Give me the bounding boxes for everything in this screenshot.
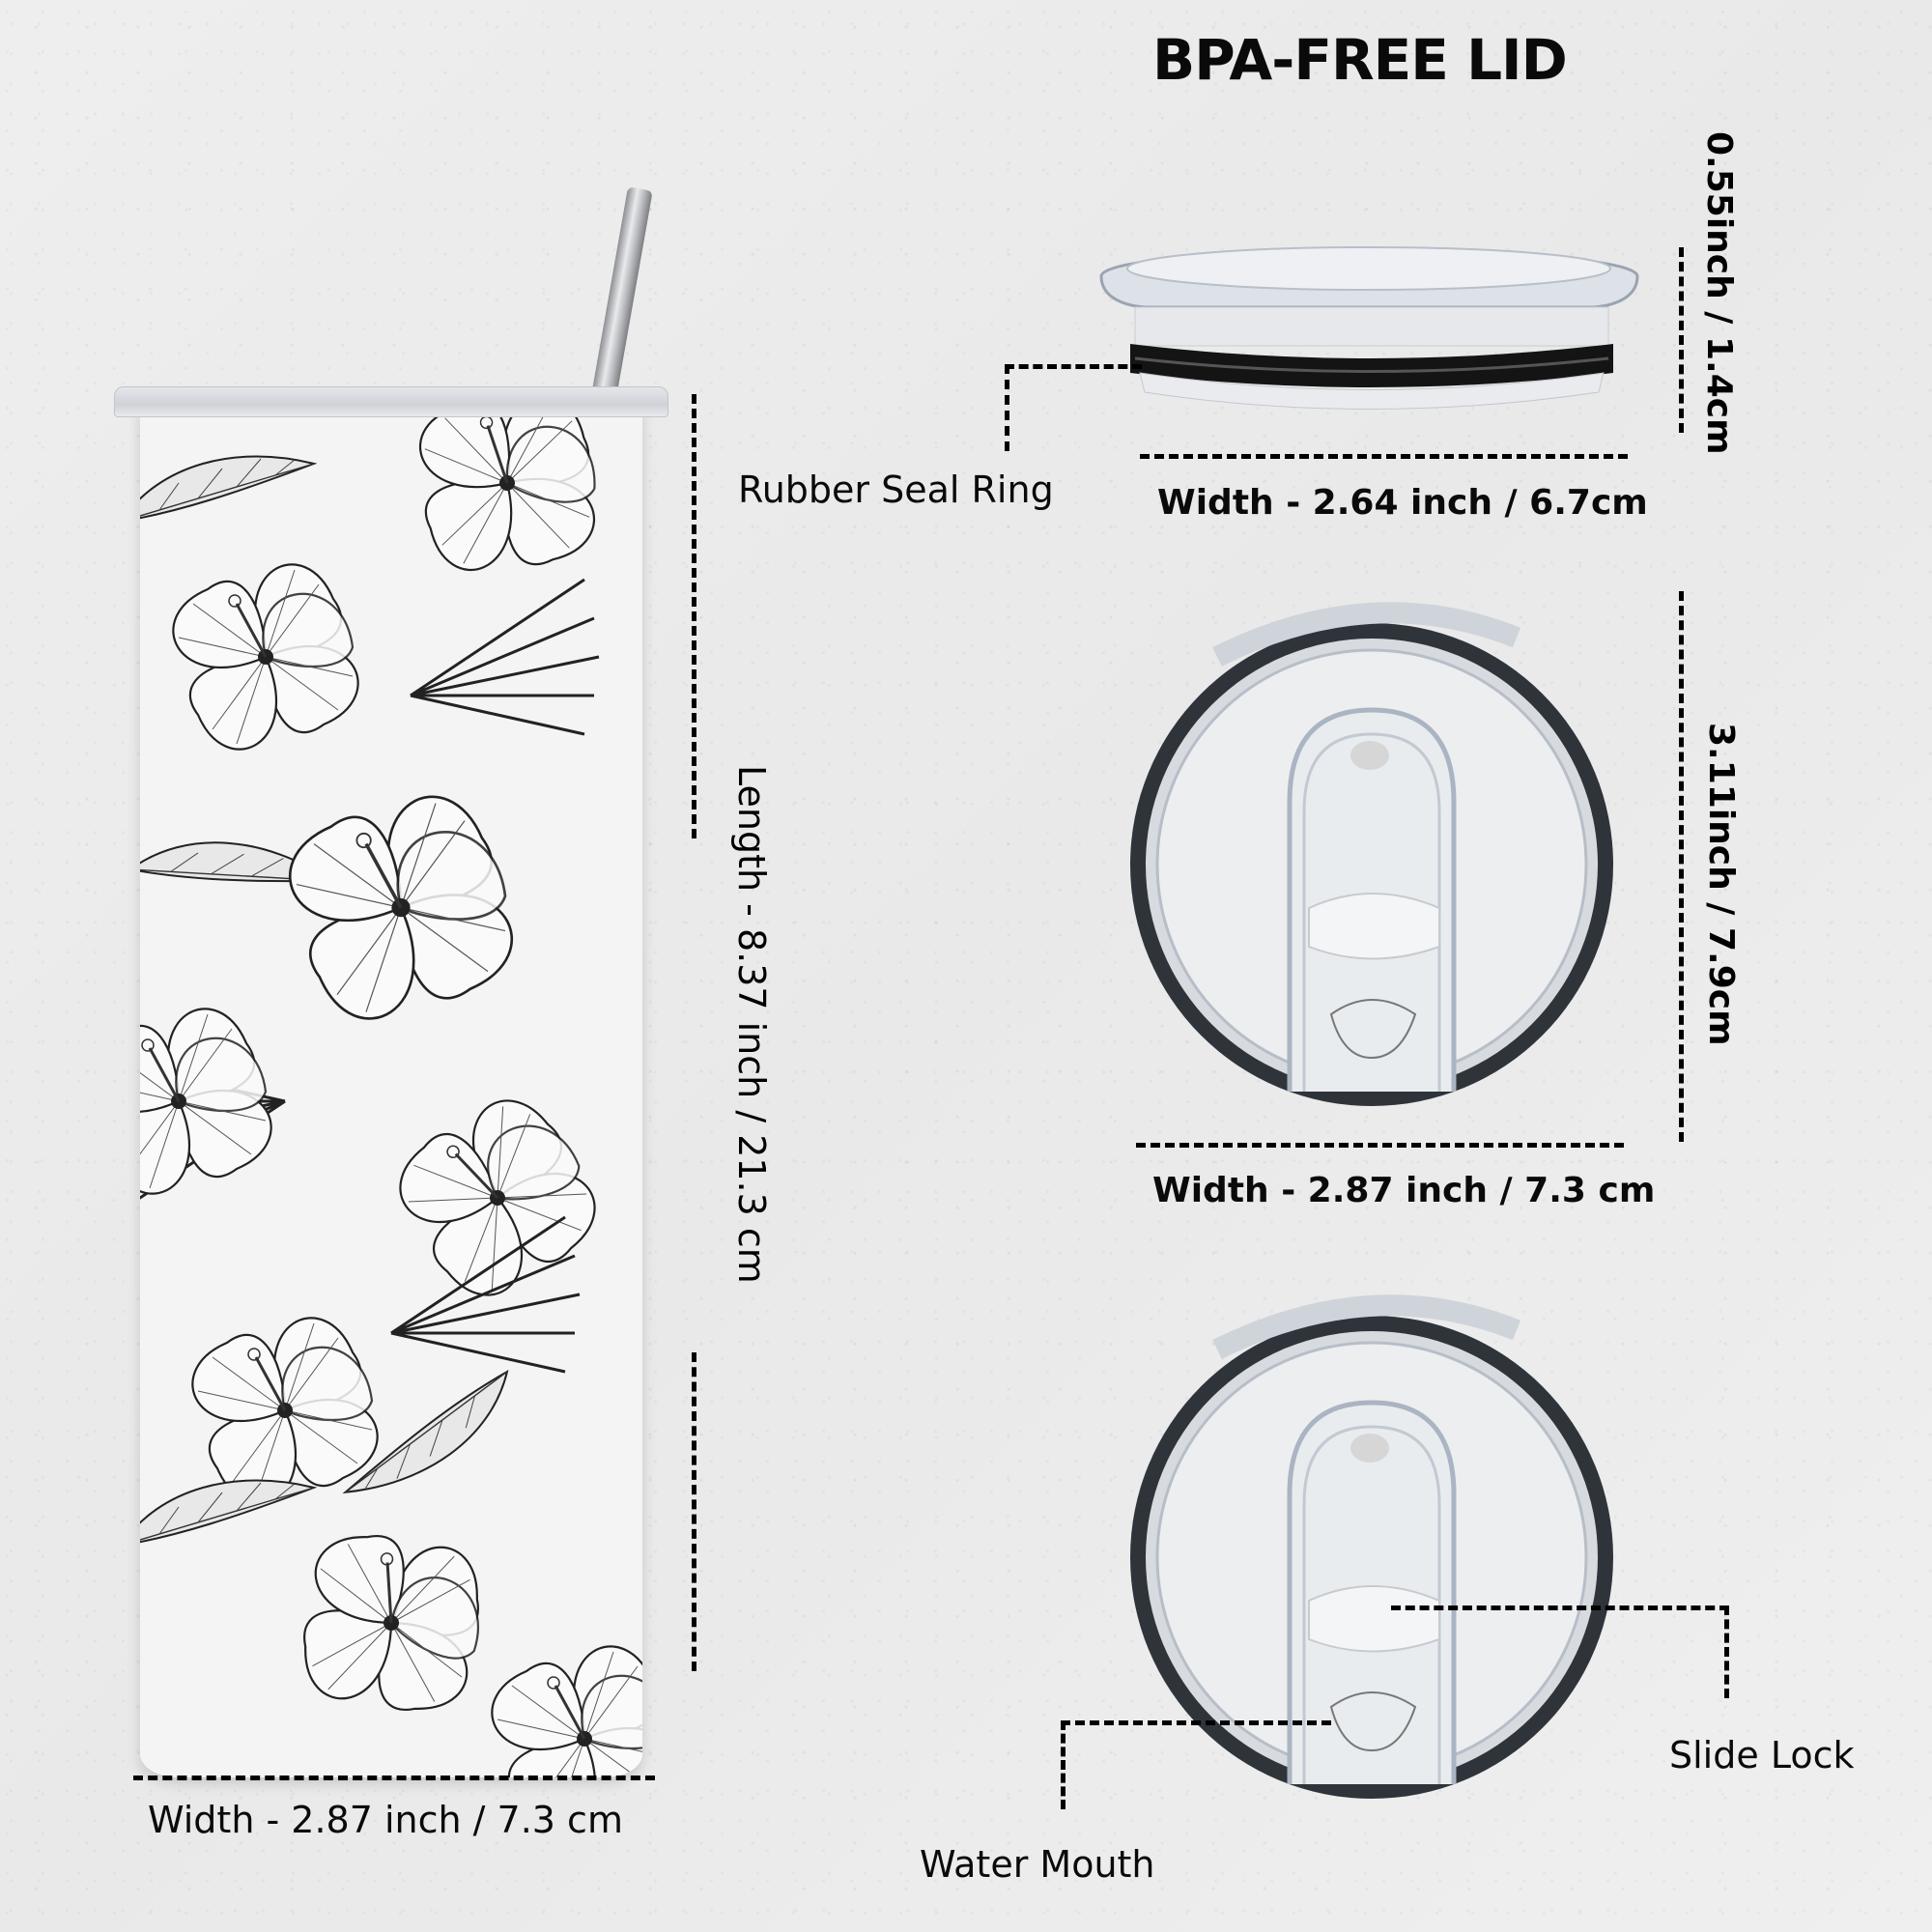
lid-side-width-label: Width - 2.64 inch / 6.7cm: [1157, 483, 1648, 523]
seal-ring-callout-line-h: [1005, 364, 1142, 369]
floral-pattern-icon: [140, 406, 642, 1777]
lid-side-height-label: 0.55inch / 1.4cm: [1699, 131, 1739, 455]
seal-ring-callout-line-v: [1005, 364, 1009, 451]
lid-top-width-dimension-line: [1136, 1143, 1624, 1148]
tumbler-length-label: Length - 8.37 inch / 21.3 cm: [730, 765, 773, 1284]
tumbler-lid: [114, 386, 668, 417]
lid-height-dimension-line: [1679, 247, 1684, 433]
water-mouth-callout-line-v: [1061, 1720, 1065, 1809]
tumbler-width-dimension-line: [133, 1776, 655, 1780]
tumbler-body-floral-print: [140, 406, 642, 1777]
slide-lock-callout-line-h: [1391, 1605, 1729, 1610]
lid-side-view: [1099, 246, 1639, 410]
water-mouth-label: Water Mouth: [920, 1843, 1155, 1886]
lid-side-width-dimension-line: [1140, 454, 1628, 459]
length-dimension-line: [692, 394, 696, 838]
lid-top-view-1: [1130, 602, 1613, 1106]
lid-top-view-2: [1130, 1294, 1613, 1799]
page-title: BPA-FREE LID: [1152, 27, 1568, 93]
lid-top-height-label: 3.11inch / 7.9cm: [1701, 723, 1741, 1046]
slide-lock-callout-line-v: [1724, 1605, 1729, 1698]
rubber-seal-ring-label: Rubber Seal Ring: [738, 469, 1054, 511]
tumbler-width-label: Width - 2.87 inch / 7.3 cm: [148, 1799, 623, 1841]
length-dimension-line-lower: [692, 1352, 696, 1671]
water-mouth-callout-line-h: [1061, 1720, 1331, 1725]
lid-top-width-label: Width - 2.87 inch / 7.3 cm: [1152, 1171, 1656, 1210]
slide-lock-label: Slide Lock: [1669, 1734, 1855, 1776]
straw: [589, 186, 653, 411]
lid-top-height-dimension-line: [1679, 591, 1684, 1142]
